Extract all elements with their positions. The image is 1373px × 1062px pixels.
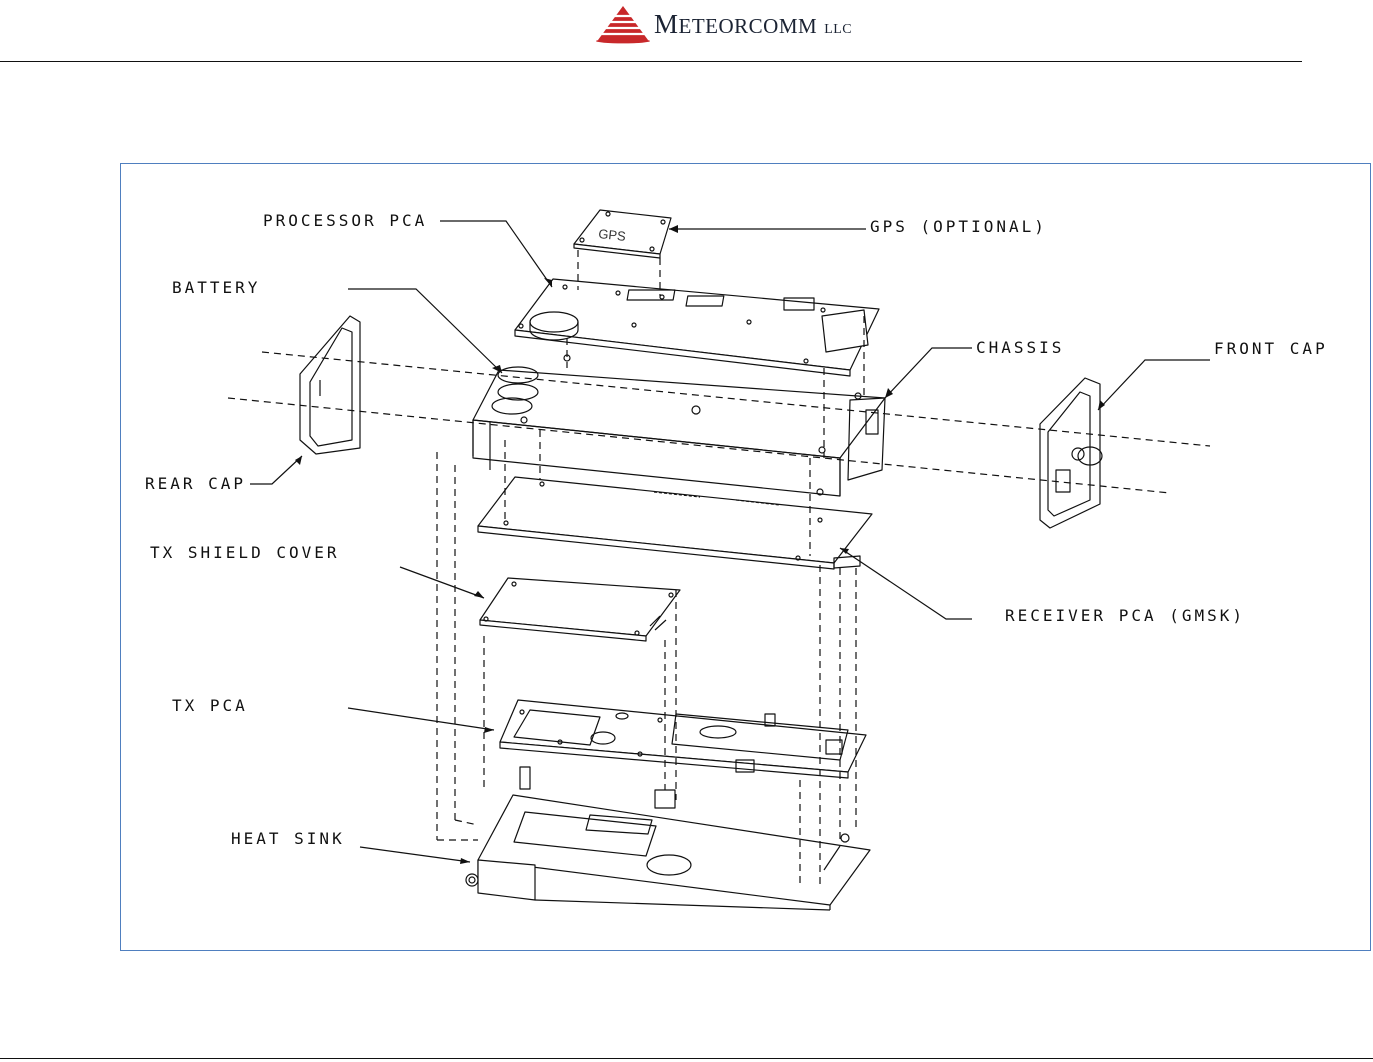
label-tx-shield-cover: TX SHIELD COVER xyxy=(150,543,340,562)
label-tx-pca: TX PCA xyxy=(172,696,248,715)
label-processor-pca: PROCESSOR PCA xyxy=(263,211,427,230)
label-rear-cap: REAR CAP xyxy=(145,474,246,493)
front-cap xyxy=(1040,378,1102,528)
tx-shield-cover xyxy=(480,578,680,641)
label-chassis: CHASSIS xyxy=(976,338,1064,357)
footer-divider xyxy=(0,1058,1373,1059)
label-receiver-pca-gmsk: RECEIVER PCA (GMSK) xyxy=(1005,606,1245,625)
label-gps-optional: GPS (OPTIONAL) xyxy=(870,217,1047,236)
label-battery: BATTERY xyxy=(172,278,260,297)
gps-board-text: GPS xyxy=(598,226,627,244)
label-front-cap: FRONT CAP xyxy=(1214,339,1328,358)
tx-pca-board xyxy=(500,700,866,778)
label-heat-sink: HEAT SINK xyxy=(231,829,345,848)
processor-pca-board xyxy=(515,279,879,376)
chassis xyxy=(473,370,885,496)
heat-sink xyxy=(466,767,870,910)
rear-cap xyxy=(300,316,360,454)
gps-board: GPS xyxy=(574,210,671,258)
